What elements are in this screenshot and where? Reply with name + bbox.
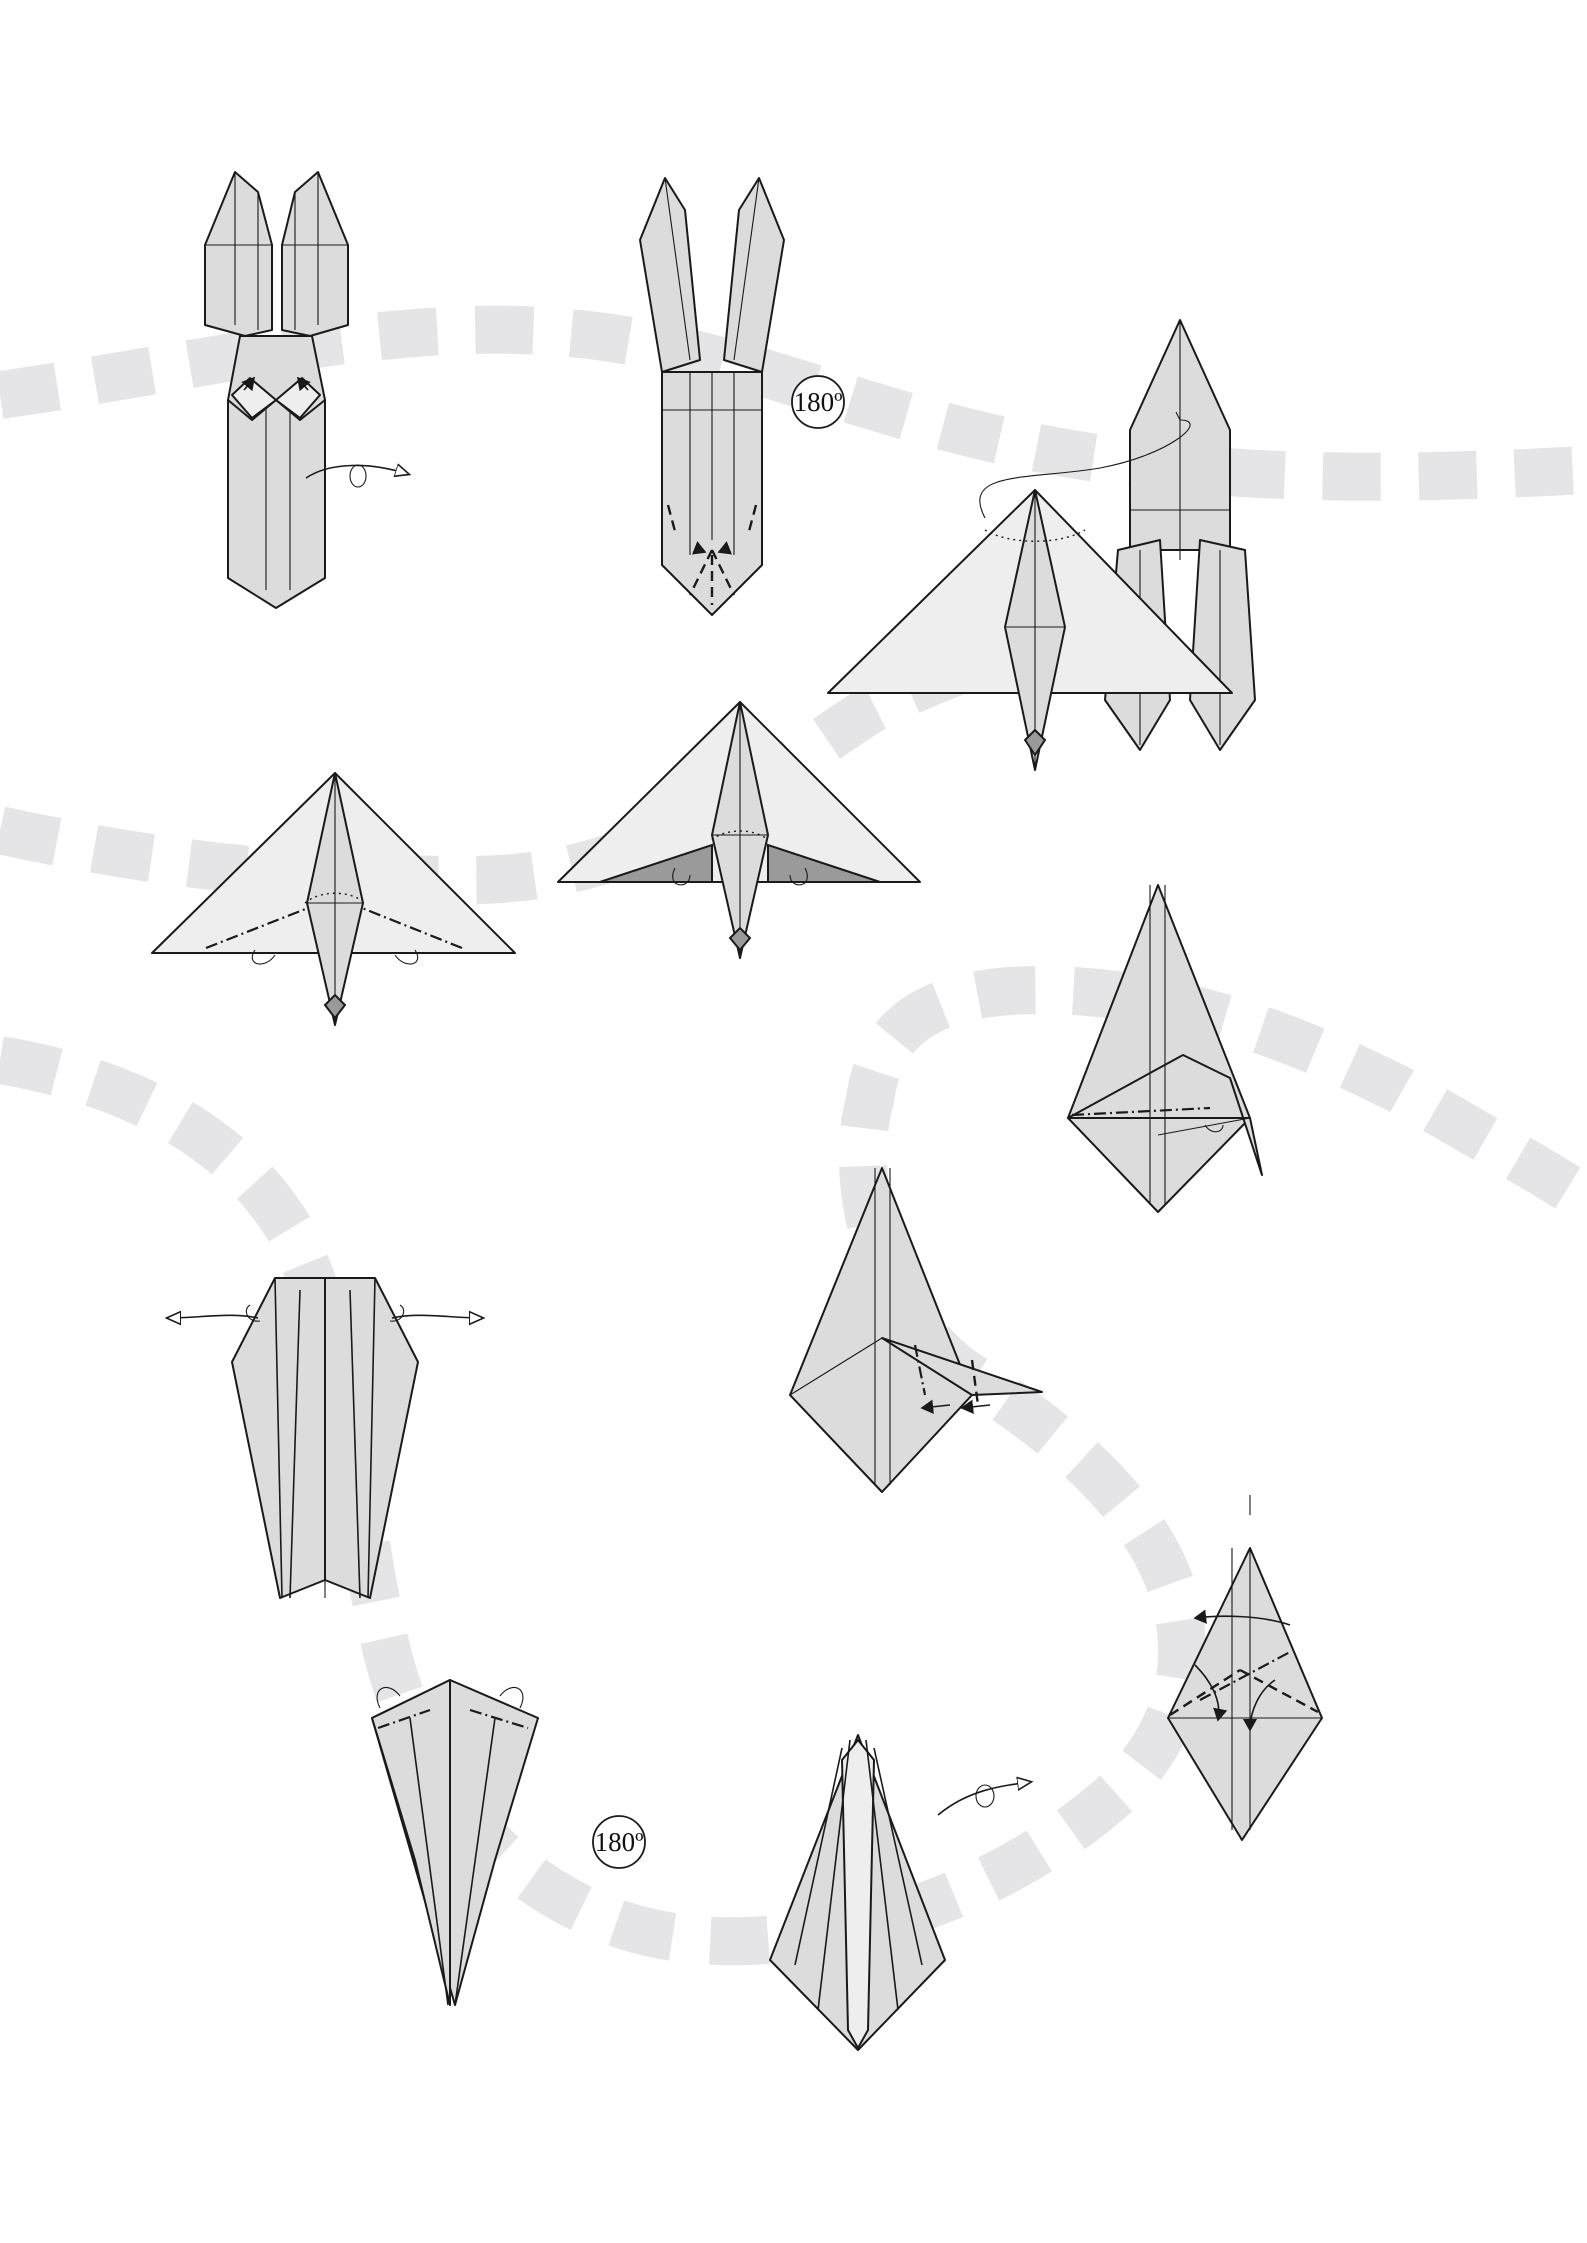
step-1-figure <box>205 172 408 608</box>
step-7-figure <box>790 1168 1042 1492</box>
rotate-180-symbol: 180º <box>792 376 844 428</box>
step-2-figure: 180º <box>640 178 844 615</box>
step-8-figure <box>168 1278 482 1598</box>
step-4-figure <box>152 773 515 1025</box>
rotate-180-symbol: 180º <box>593 1816 645 1868</box>
step-6-figure <box>1068 885 1262 1212</box>
step-11-figure <box>770 1735 1030 2050</box>
rotate-180-label: 180º <box>595 1827 644 1857</box>
turn-over-arrow <box>938 1782 1030 1815</box>
rotate-180-label: 180º <box>794 387 843 417</box>
